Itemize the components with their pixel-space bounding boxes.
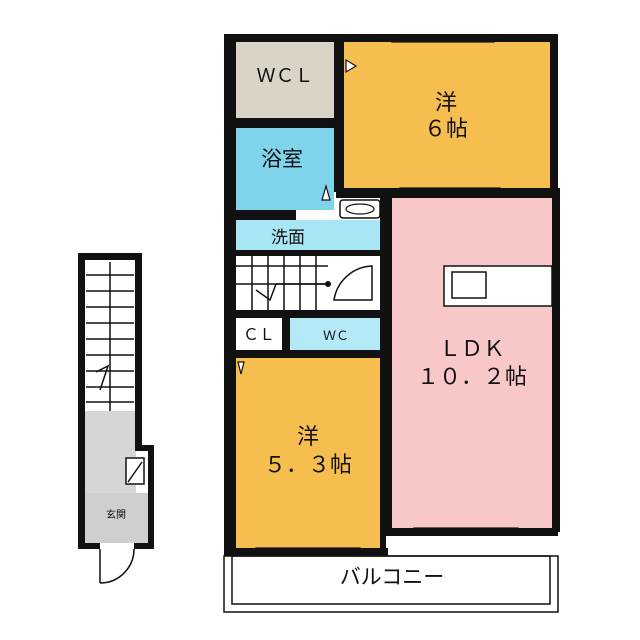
cl-label: ＣＬ — [243, 325, 275, 344]
balcony-area — [234, 556, 554, 608]
ldk-label-line1: ＬＤＫ — [439, 337, 505, 362]
kitchen-sink-icon — [451, 271, 487, 299]
entrance-floor — [84, 493, 148, 543]
wcl-label: ＷＣＬ — [256, 65, 313, 87]
entry-door-icon — [99, 548, 135, 584]
ldk-label-line2: １０．２帖 — [417, 365, 527, 390]
bath-label: 浴室 — [261, 147, 303, 171]
entrance-label: 玄関 — [106, 508, 126, 521]
wcl-room — [236, 42, 334, 118]
upper-stair-treads — [236, 256, 328, 312]
lower-stair-treads — [86, 262, 134, 411]
wc-room — [290, 318, 380, 350]
balcony-label: バルコニー — [340, 565, 445, 589]
balcony-rail — [223, 555, 559, 613]
cl-room — [236, 318, 282, 350]
ldk-room — [392, 198, 552, 528]
upper-walls — [224, 34, 560, 556]
washroom-label: 洗面 — [271, 228, 305, 248]
room-labels: ＷＣＬ 洋 ６帖 浴室 洗面 ＣＬ ＷＣ ＬＤＫ １０．２帖 洋 ５．３帖 バル… — [243, 65, 527, 589]
western-5-label-line1: 洋 — [297, 425, 319, 450]
wc-door-icon — [333, 265, 373, 301]
western-6-label-line1: 洋 — [435, 91, 457, 116]
lower-floor: 玄関 — [78, 253, 154, 584]
western-6-label-line2: ６帖 — [424, 117, 468, 142]
lower-walls — [78, 253, 154, 549]
washroom — [236, 220, 380, 250]
bath-room — [236, 128, 334, 210]
western-5-room — [236, 358, 380, 548]
western-5-label-line2: ５．３帖 — [264, 453, 352, 478]
western-6-room — [344, 42, 550, 188]
wc-label: ＷＣ — [323, 329, 349, 344]
